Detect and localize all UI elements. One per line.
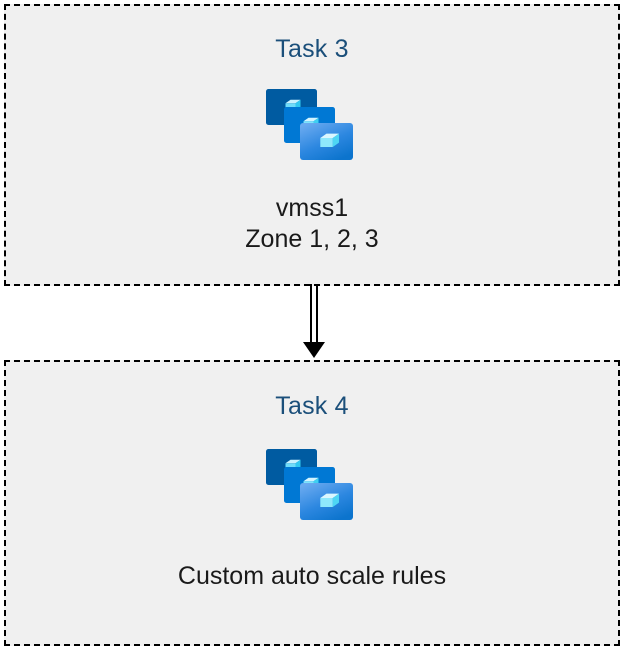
task-node-task-4[interactable]: Task 4 (4, 360, 620, 646)
task-3-title: Task 3 (275, 35, 349, 63)
task-4-title: Task 4 (275, 392, 349, 420)
task-3-caption: vmss1 Zone 1, 2, 3 (245, 194, 379, 253)
task-node-task-3[interactable]: Task 3 (4, 4, 620, 286)
task-4-caption: Custom auto scale rules (177, 562, 447, 590)
flow-arrow-task3-to-task4 (303, 284, 325, 358)
vm-scale-set-icon (266, 449, 353, 520)
vm-scale-set-icon (266, 89, 353, 160)
